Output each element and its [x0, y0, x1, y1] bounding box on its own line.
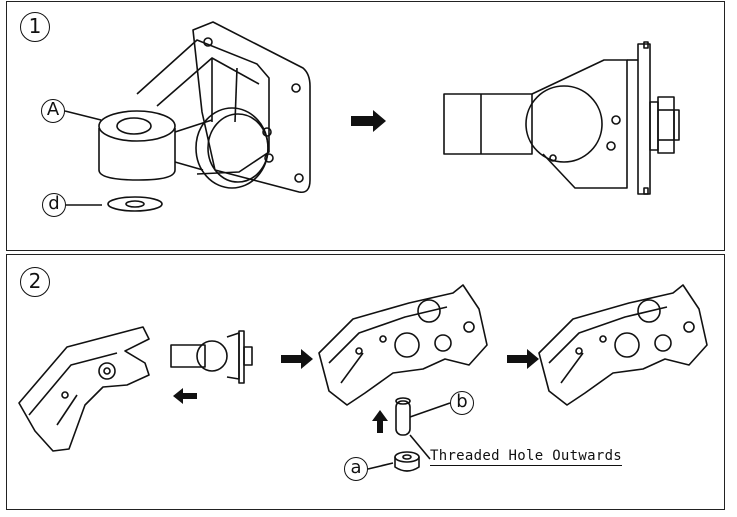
arrow-left-icon	[173, 388, 197, 404]
insert-b	[395, 400, 411, 436]
threaded-hole-note: Threaded Hole Outwards	[430, 448, 623, 466]
arrow-up-icon	[372, 410, 388, 433]
pivot-disc-side	[525, 85, 603, 163]
step-2-panel: 2 b a Threaded Hole Outwards	[6, 254, 725, 510]
pivot-disc	[195, 107, 269, 189]
small-bracket-stub	[170, 344, 206, 368]
callout-b: b	[450, 391, 474, 415]
washer-d	[107, 196, 163, 212]
callout-d: d	[42, 193, 66, 217]
callout-A: A	[41, 99, 65, 123]
nut	[657, 96, 675, 154]
final-arm	[538, 284, 708, 406]
spacer-a	[394, 451, 420, 463]
arm-stub	[443, 93, 533, 155]
collar	[98, 128, 176, 181]
step-1-number: 1	[20, 12, 50, 42]
callout-a: a	[344, 457, 368, 481]
mid-arm	[318, 284, 488, 406]
step-2-illustration	[18, 284, 708, 472]
arrow-right-icon	[351, 110, 386, 132]
wall-plate-side	[637, 43, 651, 195]
step-1-panel: 1 A d	[6, 1, 725, 251]
wall-plate	[192, 21, 311, 194]
step-1-illustration	[64, 21, 680, 212]
mount-arm	[136, 39, 270, 175]
step-2-number: 2	[20, 267, 50, 297]
long-arm	[18, 326, 150, 452]
arrow-right-icon	[281, 349, 313, 369]
arrow-right-icon	[507, 349, 539, 369]
